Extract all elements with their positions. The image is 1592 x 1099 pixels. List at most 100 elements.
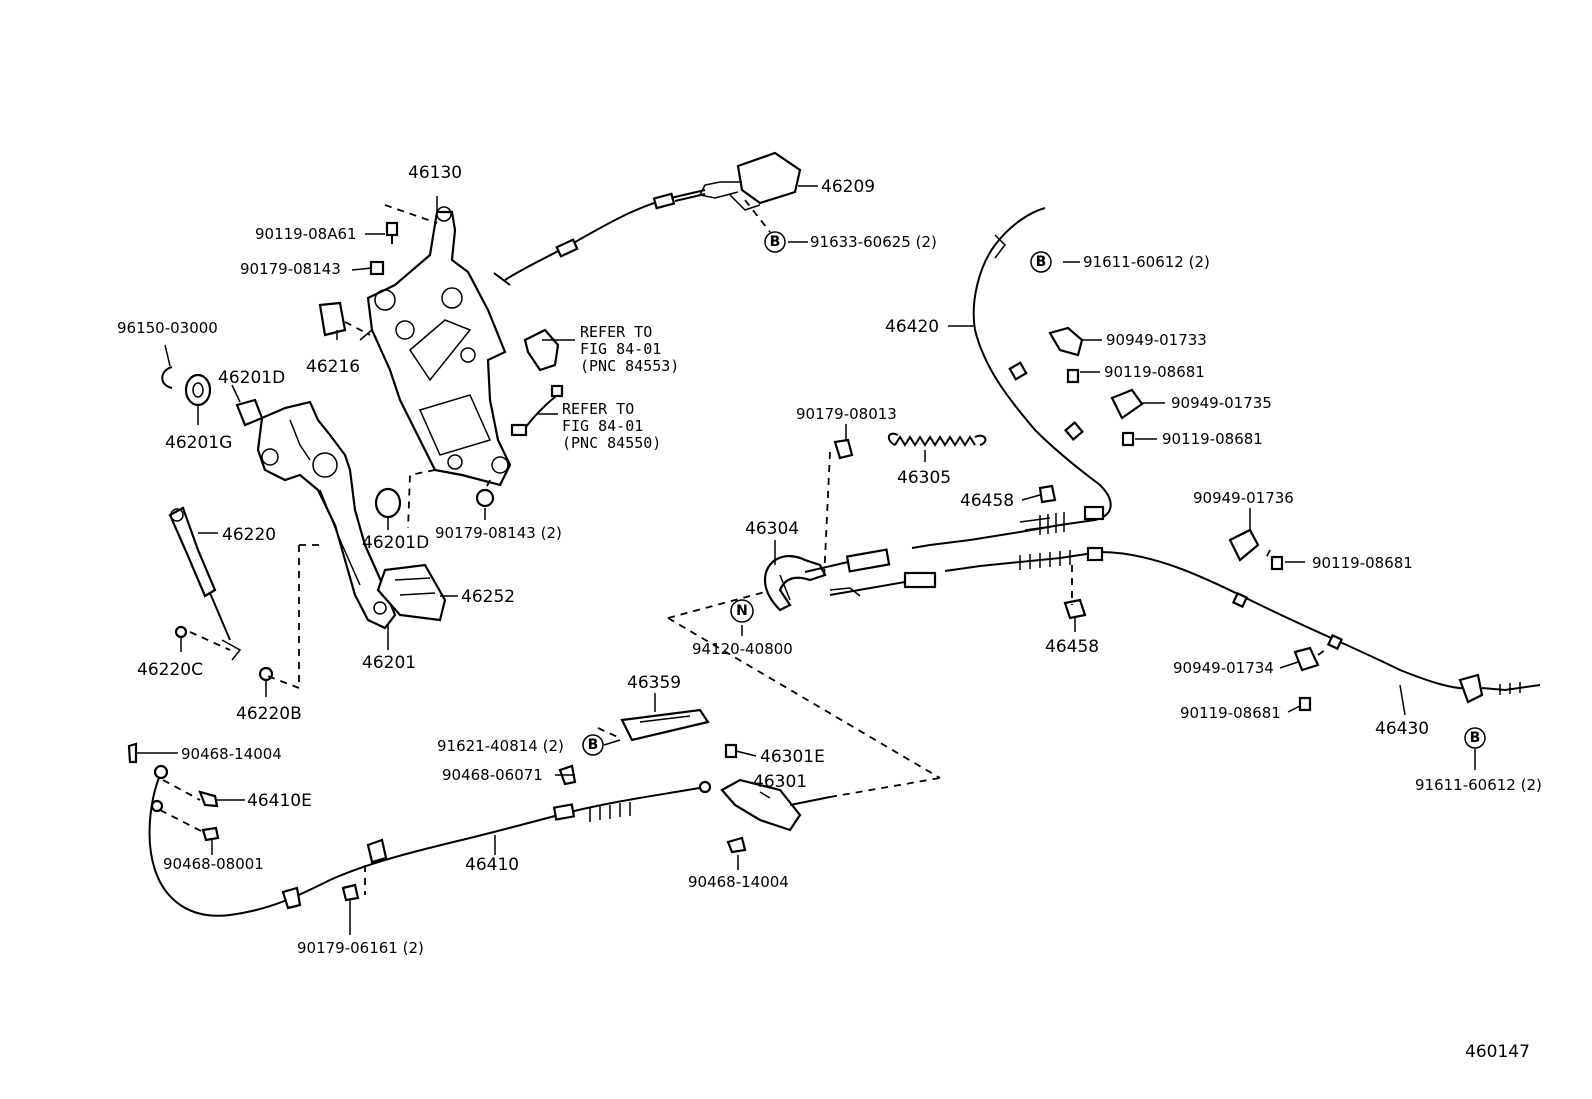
svg-text:B: B	[588, 737, 599, 753]
label-46301E: 46301E	[760, 747, 825, 767]
leader-lines	[136, 185, 1476, 935]
bushing-46201D-bottom	[374, 487, 402, 519]
label-90468-08001: 90468-08001	[163, 855, 264, 873]
pin-46220B	[258, 666, 274, 682]
label-46305: 46305	[897, 468, 951, 488]
label-46216: 46216	[306, 357, 360, 377]
spring-46305	[887, 432, 987, 447]
label-46201D-top: 46201D	[218, 368, 285, 388]
clip-90468-08001	[201, 826, 220, 842]
label-46220B: 46220B	[236, 704, 302, 724]
label-90179-06161: 90179-06161 (2)	[297, 939, 424, 957]
label-46209: 46209	[821, 177, 875, 197]
bushing-46216	[318, 301, 347, 337]
clip-46220C	[174, 625, 188, 639]
nut-90179-08143-2	[475, 488, 495, 508]
cable-46430	[944, 546, 1541, 704]
retainer-46458-bottom	[1063, 598, 1087, 620]
cable-46420	[911, 207, 1112, 549]
label-91611-60612-top: 91611-60612 (2)	[1083, 253, 1210, 271]
svg-text:B: B	[770, 234, 781, 250]
bracket-90949-01736	[1228, 528, 1260, 562]
sensor-pnc-84550	[510, 384, 564, 437]
bracket-90949-01733	[1048, 326, 1084, 357]
label-90468-14004-top: 90468-14004	[181, 745, 282, 763]
marker-b-91611-top: B	[1030, 251, 1052, 273]
label-46420: 46420	[885, 317, 939, 337]
bolt-90119-08681-d	[1298, 696, 1312, 712]
label-90179-08013: 90179-08013	[796, 405, 897, 423]
refer-note-1-line1: REFER TO	[580, 323, 652, 341]
refer-note-1-line3: (PNC 84553)	[580, 357, 679, 375]
bolt-90119-08681-a	[1066, 368, 1080, 384]
label-90119-08681-a: 90119-08681	[1104, 363, 1205, 381]
label-46410: 46410	[465, 855, 519, 875]
nut-90179-06161	[341, 883, 360, 902]
svg-text:B: B	[1470, 730, 1481, 746]
marker-b-91611-bottom: B	[1464, 727, 1486, 749]
label-46201G: 46201G	[165, 433, 232, 453]
label-96150-03000: 96150-03000	[117, 319, 218, 337]
label-91611-60612-bottom: 91611-60612 (2)	[1415, 776, 1542, 794]
label-90949-01734: 90949-01734	[1173, 659, 1274, 677]
label-46130: 46130	[408, 163, 462, 183]
nut-90179-08143	[369, 260, 385, 276]
svg-text:N: N	[736, 603, 748, 619]
marker-b-91621: B	[582, 734, 604, 756]
equalizer-46304	[763, 548, 937, 612]
bracket-90949-01734	[1293, 646, 1320, 672]
label-90119-08681-d: 90119-08681	[1180, 704, 1281, 722]
clip-90468-14004-bottom	[726, 836, 747, 854]
label-46430: 46430	[1375, 719, 1429, 739]
pedal-bracket-46130	[359, 206, 512, 487]
label-94120-40800: 94120-40800	[692, 640, 793, 658]
label-46252: 46252	[461, 587, 515, 607]
marker-n-94120: N	[730, 599, 754, 623]
label-91633-60625: 91633-60625 (2)	[810, 233, 937, 251]
bolt-90119-08A61	[385, 221, 399, 244]
pedal-arm-46201	[256, 400, 397, 630]
label-90468-14004-bottom: 90468-14004	[688, 873, 789, 891]
cable-46410	[148, 764, 712, 917]
refer-note-2-line1: REFER TO	[562, 400, 634, 418]
nut-90179-08013	[833, 438, 854, 460]
switch-pnc-84553	[523, 328, 560, 372]
refer-note-2-line2: FIG 84-01	[562, 417, 643, 435]
strut-46220	[168, 506, 242, 661]
label-46301: 46301	[753, 772, 807, 792]
label-46220C: 46220C	[137, 660, 203, 680]
lever-46301	[720, 778, 831, 832]
label-90949-01735: 90949-01735	[1171, 394, 1272, 412]
bracket-90949-01735	[1110, 388, 1144, 420]
refer-note-1-line2: FIG 84-01	[580, 340, 661, 358]
label-90468-06071: 90468-06071	[442, 766, 543, 784]
label-46458-top: 46458	[960, 491, 1014, 511]
label-90119-08681-c: 90119-08681	[1312, 554, 1413, 572]
bushing-46201D-top	[235, 398, 264, 427]
cable-46209	[493, 151, 802, 286]
bolt-90119-08681-b	[1121, 431, 1135, 447]
label-90119-08681-b: 90119-08681	[1162, 430, 1263, 448]
clip-96150	[161, 366, 173, 389]
pedal-pad-46252	[376, 563, 447, 622]
label-90179-08143: 90179-08143	[240, 260, 341, 278]
pin-46410E	[198, 790, 219, 808]
dashed-guide-lines	[159, 199, 1326, 895]
label-46220: 46220	[222, 525, 276, 545]
marker-b-91633: B	[764, 231, 786, 253]
diagram-id: 460147	[1465, 1042, 1530, 1062]
refer-note-2-line3: (PNC 84550)	[562, 434, 661, 452]
label-90949-01733: 90949-01733	[1106, 331, 1207, 349]
label-91621-40814: 91621-40814 (2)	[437, 737, 564, 755]
label-46201D-bottom: 46201D	[362, 533, 429, 553]
bushing-46201G	[184, 373, 212, 407]
clip-90468-14004-top	[127, 742, 138, 764]
label-46410E: 46410E	[247, 791, 312, 811]
label-46201: 46201	[362, 653, 416, 673]
label-90119-08A61: 90119-08A61	[255, 225, 357, 243]
pin-46301E	[724, 743, 738, 759]
label-90949-01736: 90949-01736	[1193, 489, 1294, 507]
label-90179-08143-2: 90179-08143 (2)	[435, 524, 562, 542]
retainer-46458-top	[1038, 484, 1057, 504]
